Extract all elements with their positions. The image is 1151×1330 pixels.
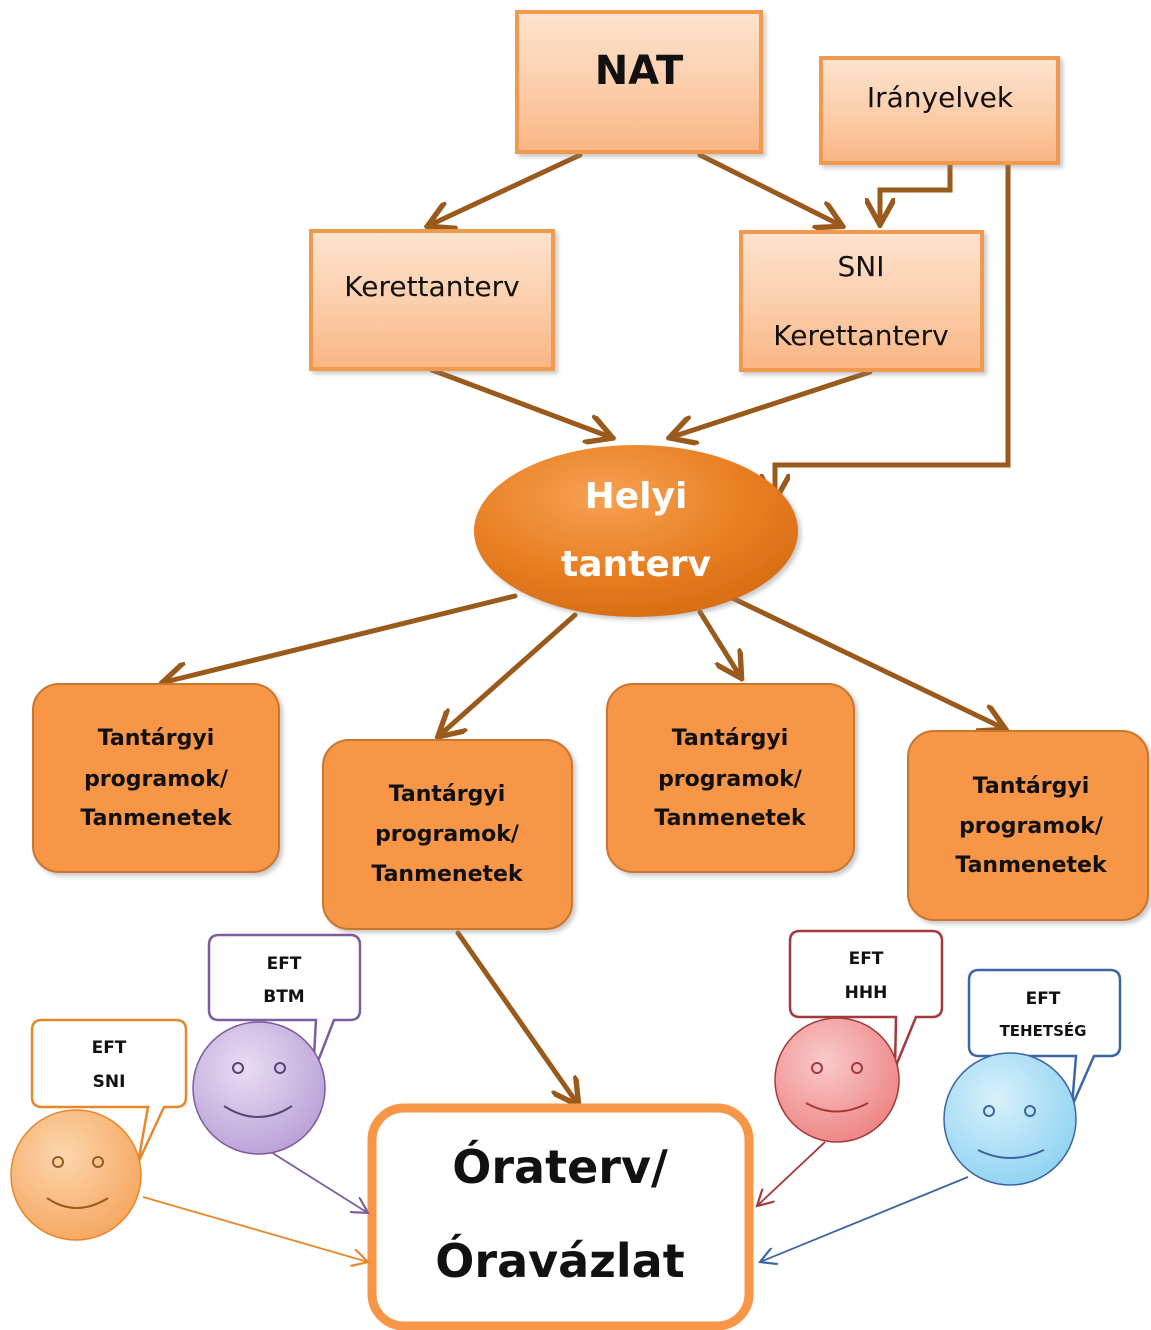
speech-bubble-sni [30,1018,188,1164]
bubble-sni-line-1: EFT [92,1038,127,1058]
program-box-4: Tantárgyi programok/ Tanmenetek [907,730,1149,921]
iranyelvek-box: Irányelvek [819,56,1060,165]
program-2-line-1: Tantárgyi [389,782,506,807]
arrow-helyi-to-program-3 [697,609,740,676]
bubble-tehetseg-line-1: EFT [1026,989,1061,1009]
program-1-line-3: Tanmenetek [80,806,233,831]
program-2-line-3: Tanmenetek [371,862,524,887]
program-4-line-3: Tanmenetek [955,853,1108,878]
program-box-1: Tantárgyi programok/ Tanmenetek [32,683,280,873]
smiley-face-orange-icon [10,1109,142,1241]
program-4-line-2: programok/ [959,814,1104,839]
program-1-line-2: programok/ [84,767,229,792]
bubble-btm-line-2: BTM [263,987,304,1007]
helyi-tanterv-ellipse: Helyi tanterv [474,445,798,617]
nat-label: NAT [595,48,684,94]
arrow-iranyelvek-to-sni [880,159,953,222]
oraterv-line-1: Óraterv/ [452,1140,668,1194]
program-box-2: Tantárgyi programok/ Tanmenetek [322,739,573,930]
sni-label: SNI [838,250,885,283]
arrow-tehetseg-face [760,1176,969,1262]
oraterv-box: Óraterv/ Óravázlat [367,1103,754,1330]
speech-bubble-hhh [788,929,944,1069]
face-arrows [142,1141,969,1262]
bubble-tehetseg-line-2: TEHETSÉG [1000,1021,1087,1040]
tanterv-label: tanterv [561,544,711,585]
oraterv-line-2: Óravázlat [435,1234,684,1288]
arrow-helyi-to-program-4 [725,593,1003,728]
smiley-tehetseg: EFT TEHETSÉG [943,968,1122,1186]
arrow-hhh-face [757,1141,826,1206]
sni-kerettanterv-label: Kerettanterv [773,319,948,352]
program-3-line-1: Tantárgyi [672,726,789,751]
speech-bubble-tehetseg [967,968,1122,1107]
program-3-line-2: programok/ [658,767,803,792]
arrow-kerettanterv-to-helyi [429,367,610,437]
arrow-helyi-to-program-2 [440,612,578,735]
arrow-helyi-to-program-1 [165,593,518,682]
arrow-iranyelvek-to-helyi [775,159,1011,498]
bubble-hhh-line-1: EFT [849,949,884,969]
smiley-face-blue-icon [943,1052,1077,1186]
program-box-3: Tantárgyi programok/ Tanmenetek [606,683,855,873]
connector-arrows [165,152,1011,1103]
iranyelvek-label: Irányelvek [867,81,1014,114]
program-3-line-3: Tanmenetek [654,806,807,831]
kerettanterv-label: Kerettanterv [344,270,519,303]
arrow-nat-to-sni [697,152,840,225]
program-4-line-1: Tantárgyi [973,774,1090,799]
arrow-sni-to-helyi [672,369,873,437]
bubble-hhh-line-2: HHH [845,983,888,1003]
nat-box: NAT [515,10,763,154]
smiley-btm: EFT BTM [192,933,362,1155]
arrow-program-2-to-oraterv [455,930,577,1103]
arrow-btm-face [254,1141,368,1213]
arrow-nat-to-kerettanterv [430,152,583,225]
program-2-line-2: programok/ [375,822,520,847]
smiley-face-red-icon [774,1017,900,1143]
smiley-face-purple-icon [192,1021,326,1155]
program-1-line-1: Tantárgyi [98,726,215,751]
speech-bubble-btm [207,933,362,1075]
smiley-sni: EFT SNI [10,1018,188,1241]
arrow-sni-face [142,1196,368,1262]
smiley-hhh: EFT HHH [774,929,944,1143]
bubble-sni-line-2: SNI [93,1072,126,1092]
helyi-label: Helyi [585,476,688,517]
bubble-btm-line-1: EFT [267,954,302,974]
kerettanterv-box: Kerettanterv [309,229,555,371]
sni-kerettanterv-box: SNI Kerettanterv [739,230,984,372]
